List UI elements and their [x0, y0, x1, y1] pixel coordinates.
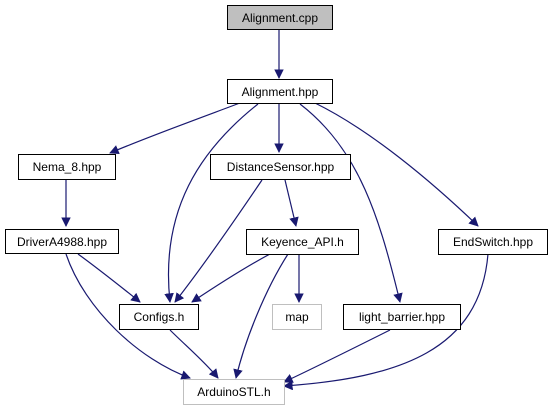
edge-drivera4988-hpp-to-arduinostl-h — [65, 253, 191, 380]
node-alignment-hpp[interactable]: Alignment.hpp — [227, 79, 333, 104]
edge-light-barrier-hpp-to-arduinostl-h — [283, 329, 391, 383]
node-light-barrier-hpp[interactable]: light_barrier.hpp — [343, 304, 461, 330]
node-nema-8-hpp[interactable]: Nema_8.hpp — [18, 154, 116, 180]
edge-distancesensor-hpp-to-configs-h — [174, 179, 263, 303]
edge-alignment-hpp-to-light-barrier-hpp — [299, 103, 403, 303]
node-arduinostl-h: ArduinoSTL.h — [183, 379, 285, 405]
node-drivera4988-hpp[interactable]: DriverA4988.hpp — [5, 229, 119, 254]
edge-drivera4988-hpp-to-configs-h — [77, 253, 141, 303]
edge-keyence-api-h-to-arduinostl-h — [233, 253, 289, 379]
node-configs-h[interactable]: Configs.h — [119, 304, 199, 330]
node-keyence-api-h[interactable]: Keyence_API.h — [246, 229, 359, 255]
edge-endswitch-hpp-to-arduinostl-h — [283, 253, 489, 391]
node-endswitch-hpp[interactable]: EndSwitch.hpp — [438, 229, 548, 255]
edge-alignment-hpp-to-endswitch-hpp — [314, 102, 479, 227]
edge-alignment-hpp-to-configs-h — [164, 103, 259, 303]
node-alignment-cpp: Alignment.cpp — [227, 5, 333, 30]
edge-distancesensor-hpp-to-keyence-api-h — [284, 179, 299, 227]
node-distancesensor-hpp[interactable]: DistanceSensor.hpp — [210, 154, 351, 180]
edge-keyence-api-h-to-configs-h — [191, 253, 271, 303]
node-map: map — [272, 304, 322, 330]
edge-alignment-hpp-to-nema-8-hpp — [109, 102, 241, 155]
edge-configs-h-to-arduinostl-h — [169, 329, 219, 379]
